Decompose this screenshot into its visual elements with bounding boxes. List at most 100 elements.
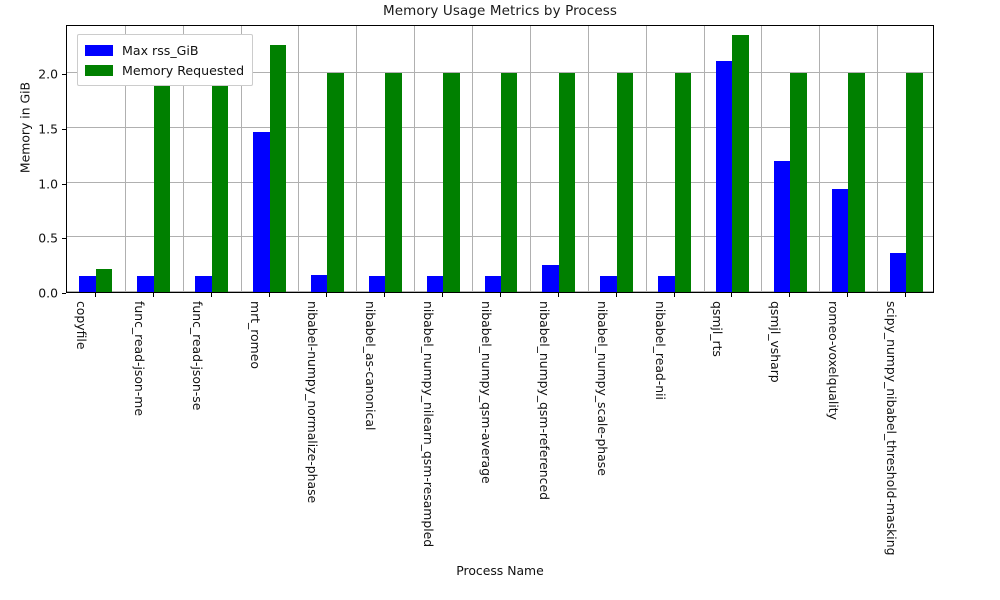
bar [153,73,171,292]
x-tick-label: nibabel-numpy_normalize-phase [305,301,321,504]
gridline-vertical [356,26,358,292]
x-tick-mark [500,293,501,297]
y-tick-mark [62,238,66,240]
bar [790,73,807,292]
y-tick-mark [62,74,66,76]
x-tick-mark [326,293,328,297]
x-tick-label: nibabel_as-canonical [363,301,379,431]
bar [211,73,229,292]
gridline-vertical [761,26,763,292]
bar [484,276,501,292]
chart-title: Memory Usage Metrics by Process [382,3,617,19]
bar [443,73,460,292]
bar [600,276,617,292]
x-tick-label: nibabel_numpy_qsm-average [479,301,494,484]
bar [616,73,634,292]
gridline-vertical [703,26,705,292]
gridline-horizontal [67,236,933,238]
gridline-vertical [298,26,300,292]
x-tick-mark [557,293,559,297]
gridline-vertical [182,26,184,292]
x-tick-label: nibabel_read-nii [652,301,668,400]
x-tick-mark [384,293,386,297]
y-tick-label: 2.0 [38,66,58,82]
chart-legend: Max rss_GiB Memory Requested [77,34,254,86]
x-tick-label: copyfile [73,301,89,350]
x-tick-mark [152,293,154,297]
gridline-vertical [529,26,531,292]
gridline-vertical [587,26,589,292]
x-tick-label: nibabel_numpy_nilearn_qsm-resampled [421,301,437,548]
gridline-vertical [645,26,647,292]
bar [253,132,270,292]
y-axis-tick-labels: 0.0 0.5 1.0 1.5 2.0 [0,25,58,301]
y-tick-mark [62,293,66,294]
y-tick-mark [62,183,66,185]
bar [906,73,923,292]
bar [310,275,328,292]
gridline-horizontal [67,126,933,128]
bar [385,73,402,292]
x-tick-mark [442,293,444,297]
gridline-vertical [877,26,879,292]
plot-area: Max rss_GiB Memory Requested [66,25,934,293]
bar [327,73,344,292]
bar [368,276,386,292]
bar [542,264,559,292]
bar [426,276,444,292]
legend-swatch-icon [85,64,113,76]
gridline-horizontal [67,72,933,74]
bar [831,189,849,292]
x-tick-mark [905,293,907,297]
bar [195,276,212,292]
x-tick-label: func_read-json-se [189,301,205,411]
x-axis-label: Process Name [456,563,544,578]
bar [848,73,865,292]
bar [79,276,96,292]
y-tick-label: 0.0 [38,285,58,301]
x-tick-mark [731,293,733,297]
bar [773,160,791,292]
x-axis-tick-labels: copyfile func_read-json-me func_read-json-… [66,293,934,563]
bar [269,44,287,292]
legend-label: Max rss_GiB [122,42,199,58]
x-tick-label: romeo-voxelquality [826,301,842,420]
x-tick-mark [673,293,675,297]
x-tick-label: func_read-json-me [131,301,147,416]
x-tick-label: nibabel_numpy_qsm-referenced [536,301,552,500]
bar [658,276,675,292]
bar [501,73,518,292]
bar [558,73,576,292]
bar [674,73,692,292]
legend-item[interactable]: Memory Requested [85,60,244,80]
y-tick-mark [62,128,66,130]
x-tick-mark [615,293,617,297]
legend-swatch-icon [85,44,113,56]
y-tick-label: 1.5 [38,121,58,137]
x-tick-label: qsmjl_rts [710,301,726,357]
x-tick-label: mrt_romeo [247,301,263,369]
gridline-vertical [240,26,242,292]
y-tick-label: 0.5 [38,230,58,246]
gridline-horizontal [67,181,933,183]
gridline-vertical [414,26,416,292]
bar [95,269,113,292]
gridline-vertical [472,26,474,292]
x-tick-mark [94,293,96,297]
x-tick-label: scipy_numpy_nibabel_threshold-masking [884,301,900,556]
bar [137,276,154,292]
legend-label: Memory Requested [122,62,245,78]
gridline-vertical [124,26,126,292]
x-tick-label: qsmjl_vsharp [768,301,784,383]
bar [732,34,749,292]
y-tick-label: 1.0 [38,176,58,192]
x-tick-mark [789,293,791,297]
bar [715,61,733,292]
gridline-vertical [819,26,821,292]
x-tick-mark [210,293,212,297]
x-tick-mark [847,293,849,297]
x-tick-mark [268,293,270,297]
legend-item[interactable]: Max rss_GiB [85,40,244,60]
x-tick-label: nibabel_numpy_scale-phase [594,301,610,476]
